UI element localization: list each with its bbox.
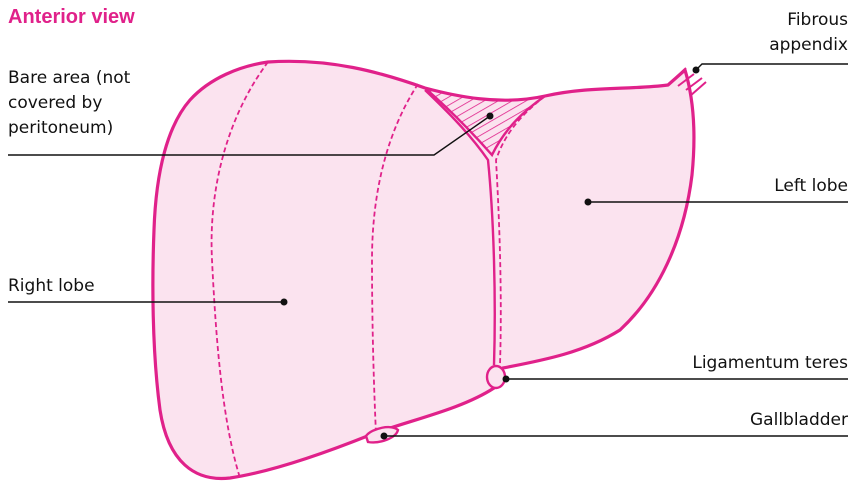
- label-bare-area-line2: covered by: [8, 91, 130, 116]
- label-bare-area-line1: Bare area (not: [8, 66, 130, 91]
- label-fibrous-appendix-line2: appendix: [769, 33, 848, 58]
- dot-gallbladder: [381, 433, 388, 440]
- diagram-title: Anterior view: [8, 6, 135, 29]
- label-ligamentum-teres: Ligamentum teres: [692, 351, 848, 376]
- dot-right-lobe: [281, 299, 288, 306]
- ligamentum-teres-shape: [487, 366, 505, 388]
- dot-fibrous-appendix: [693, 67, 700, 74]
- dot-left-lobe: [585, 199, 592, 206]
- label-gallbladder: Gallbladder: [750, 408, 848, 433]
- dot-bare-area: [487, 113, 494, 120]
- label-left-lobe: Left lobe: [774, 174, 848, 199]
- dot-ligamentum-teres: [503, 376, 510, 383]
- liver-outline: [153, 61, 694, 478]
- label-bare-area: Bare area (not covered by peritoneum): [8, 66, 130, 141]
- label-right-lobe: Right lobe: [8, 274, 95, 299]
- label-fibrous-appendix: Fibrous appendix: [769, 8, 848, 58]
- label-bare-area-line3: peritoneum): [8, 116, 130, 141]
- leader-fibrous-appendix: [696, 64, 848, 70]
- label-fibrous-appendix-line1: Fibrous: [769, 8, 848, 33]
